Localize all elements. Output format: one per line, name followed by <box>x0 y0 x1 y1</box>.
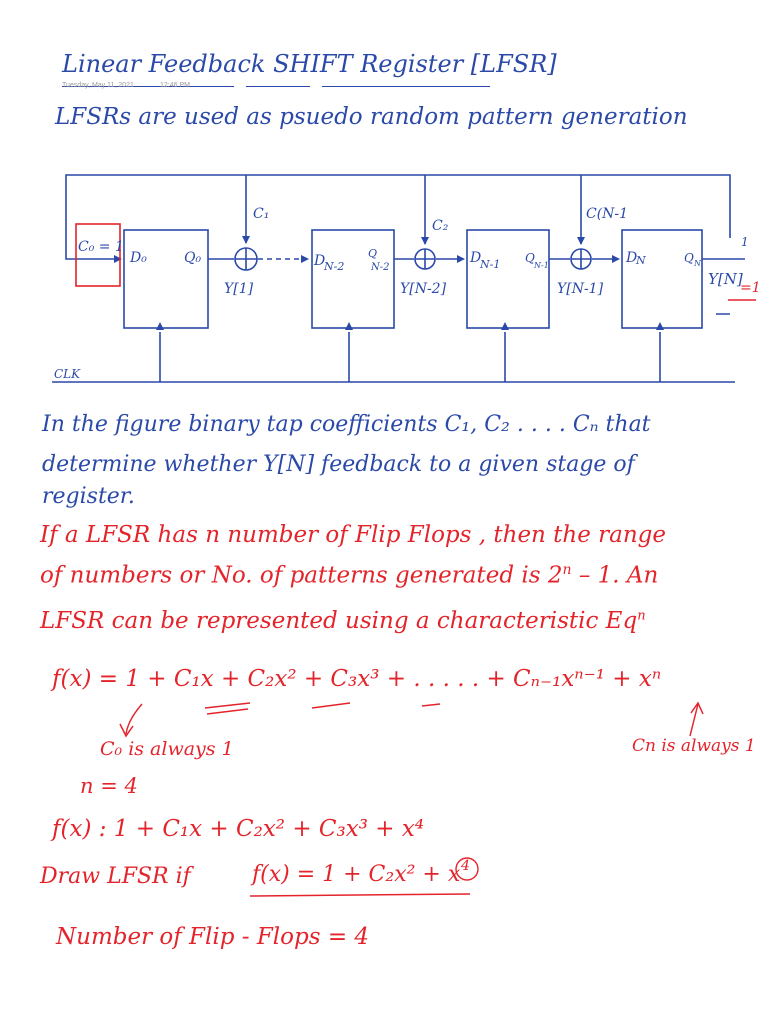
ff4-d-label: D <box>625 250 637 266</box>
title-underline-2 <box>246 86 310 87</box>
ff1-q-label: Q₀ <box>184 250 201 266</box>
red-note-line-3-sup: n <box>637 608 646 624</box>
red-note-line-2b: – 1. An <box>571 562 659 589</box>
tap-c2-label: C₂ <box>432 218 449 234</box>
red-note-line-3-text: LFSR can be represented using a characte… <box>40 608 638 634</box>
ff2-d-label: D <box>313 253 325 269</box>
output-one-label: 1 <box>741 235 749 249</box>
blue-note-line-1: In the figure binary tap coefficients C₁… <box>42 412 651 437</box>
yn2-label: Y[N-2] <box>400 281 447 297</box>
ff2-q-label: Q <box>368 247 377 260</box>
ff3-d-label: D <box>469 250 481 266</box>
page-title: Linear Feedback SHIFT Register [LFSR] <box>62 50 557 78</box>
lfsr-diagram: C₀ = 1 D₀ Q₀ D N-2 Q N-2 D N-1 Q N-1 D N… <box>52 174 761 383</box>
n-value: n = 4 <box>80 774 138 798</box>
ff3-q-sub: N-1 <box>533 261 549 270</box>
timestamp-date: Tuesday, May 11, 2021 <box>62 82 134 89</box>
circled-exponent-value: 4 <box>461 858 470 874</box>
yn1-label: Y[N-1] <box>557 281 604 297</box>
example-equation: f(x) : 1 + C₁x + C₂x² + C₃x³ + x⁴ <box>52 816 425 842</box>
c0-always-note: C₀ is always 1 <box>100 738 234 760</box>
y1-label: Y[1] <box>224 281 254 297</box>
tap-c1-label: C₁ <box>253 206 269 222</box>
init-label: C₀ = 1 <box>78 239 124 255</box>
blue-note-line-2: determine whether Y[N] feedback to a giv… <box>42 452 635 477</box>
yn-equals-one: =1 <box>740 280 761 296</box>
clk-label: CLK <box>54 367 81 381</box>
blue-note-line-3: register. <box>42 484 135 509</box>
intro-line: LFSRs are used as psuedo random pattern … <box>55 104 688 130</box>
red-note-line-1: If a LFSR has n number of Flip Flops , t… <box>40 522 667 548</box>
flip-flop-count: Number of Flip - Flops = 4 <box>56 924 370 950</box>
cn-always-note: Cn is always 1 <box>632 736 756 756</box>
ff4-q-label: Q <box>684 251 694 265</box>
ff2-q-sub: N-2 <box>370 262 390 273</box>
title-underline-1 <box>62 86 234 87</box>
init-seed-box <box>75 223 121 287</box>
title-underline-3 <box>322 86 490 87</box>
ff4-q-sub: N <box>693 259 702 268</box>
red-note-line-2: of numbers or No. of patterns generated … <box>40 562 658 589</box>
circled-exponent <box>455 857 479 881</box>
tap-cn1-label: C(N-1 <box>586 206 628 222</box>
red-note-line-2a: of numbers or No. of patterns generated … <box>40 562 563 589</box>
ff4-d-sub: N <box>635 254 646 267</box>
ff3-q-label: Q <box>525 251 535 265</box>
red-note-exp-n: n <box>562 562 572 578</box>
ff2-d-sub: N-2 <box>323 260 344 273</box>
timestamp-time: 12:46 PM <box>160 82 190 89</box>
yn-label: Y[N] <box>708 270 743 288</box>
draw-label: Draw LFSR if <box>40 864 191 889</box>
ff1-d-label: D₀ <box>129 250 147 266</box>
draw-equation: f(x) = 1 + C₂x² + x <box>252 862 461 887</box>
ff3-d-sub: N-1 <box>479 258 500 271</box>
red-note-line-3: LFSR can be represented using a characte… <box>40 608 646 634</box>
characteristic-equation: f(x) = 1 + C₁x + C₂x² + C₃x³ + . . . . .… <box>52 666 662 692</box>
